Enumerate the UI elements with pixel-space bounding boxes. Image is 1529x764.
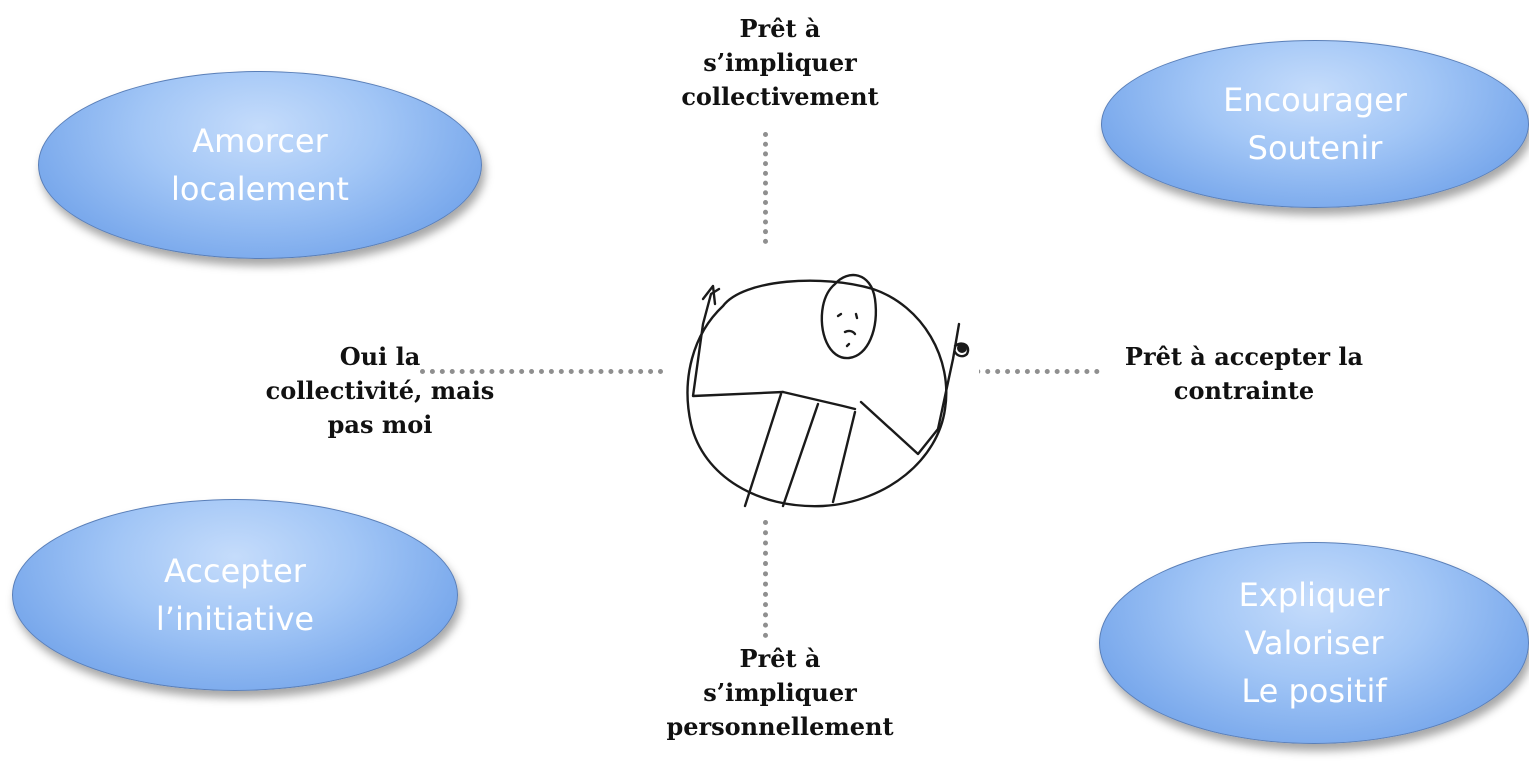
axis-label-line: personnellement: [666, 712, 894, 741]
axis-label-line: Oui la: [339, 340, 421, 374]
axis-label-line: s’impliquer: [703, 678, 857, 707]
axis-label-line: pas moi: [327, 410, 433, 439]
quadrant-text: l’initiative: [155, 600, 315, 638]
axis-label-line: Prêt à: [739, 644, 821, 673]
axis-label-bottom: Prêt à s’impliquer personnellement: [590, 642, 970, 744]
vertical-axis-top: [763, 132, 768, 244]
quadrant-text: Valoriser: [1244, 624, 1384, 662]
stick-figure-drawing: [663, 244, 979, 518]
quadrant-expliquer-valoriser: Expliquer Valoriser Le positif: [1099, 542, 1529, 744]
axis-label-line: collectivité, mais: [265, 376, 495, 405]
quadrant-accepter-initiative: Accepter l’initiative: [12, 499, 458, 691]
quadrant-amorcer-localement: Amorcer localement: [38, 71, 482, 259]
axis-label-line: contrainte: [1173, 376, 1315, 405]
quadrant-text: Le positif: [1241, 672, 1387, 710]
quadrant-text: Amorcer: [192, 122, 328, 160]
axis-label-line: Prêt à: [739, 14, 821, 43]
axis-label-left: Oui la collectivité, mais pas moi: [220, 340, 540, 442]
quadrant-text: Accepter: [164, 552, 306, 590]
axis-label-line: Prêt à accepter la: [1124, 340, 1364, 374]
axis-label-line: s’impliquer: [703, 48, 857, 77]
axis-label-right: Prêt à accepter la contrainte: [1086, 340, 1402, 408]
quadrant-text: Soutenir: [1247, 129, 1383, 167]
quadrant-text: localement: [171, 170, 349, 208]
axis-label-line: collectivement: [681, 82, 879, 111]
axis-label-top: Prêt à s’impliquer collectivement: [620, 12, 940, 114]
quadrant-text: Encourager: [1223, 81, 1407, 119]
vertical-axis-bottom: [763, 520, 768, 638]
quadrant-text: Expliquer: [1238, 576, 1390, 614]
quadrant-encourager-soutenir: Encourager Soutenir: [1101, 40, 1529, 208]
